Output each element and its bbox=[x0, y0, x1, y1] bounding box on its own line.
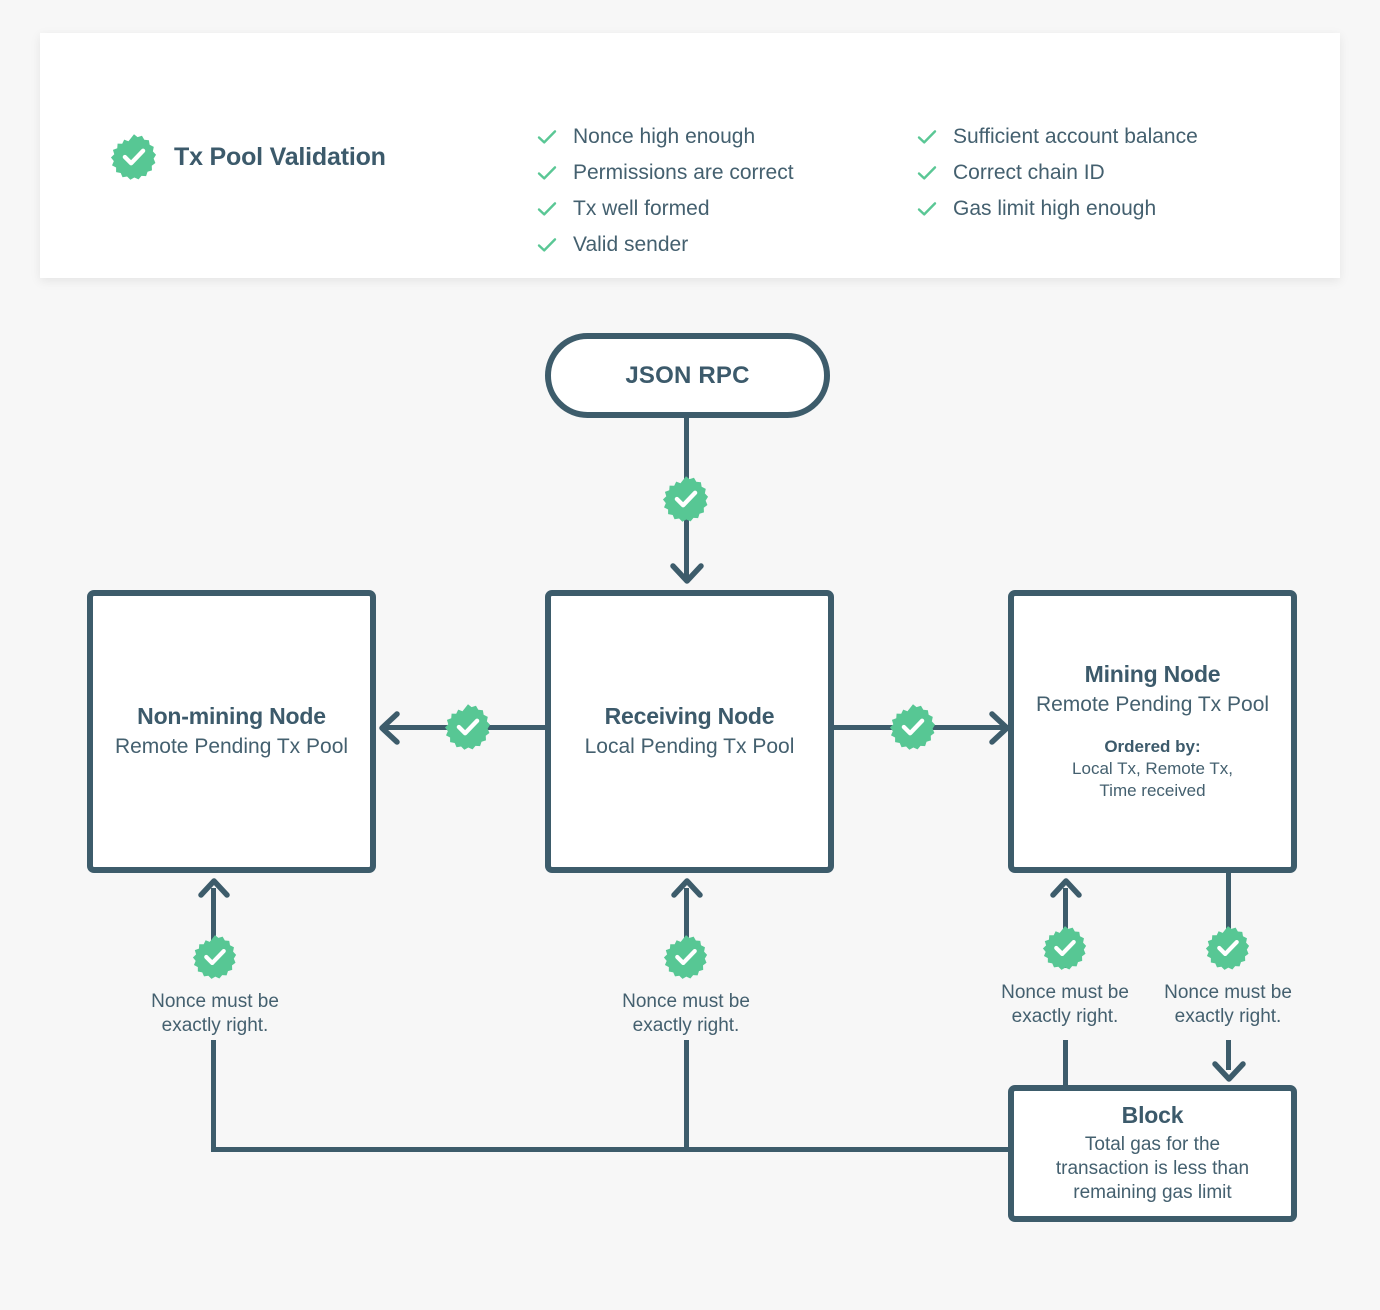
node-block[interactable]: Block Total gas for the transaction is l… bbox=[1008, 1085, 1297, 1222]
note-nonce-receiving: Nonce must be exactly right. bbox=[622, 991, 750, 1037]
arrowhead-up-mining bbox=[1050, 876, 1082, 907]
node-json-rpc-label: JSON RPC bbox=[625, 361, 750, 389]
checklist-label: Gas limit high enough bbox=[953, 197, 1157, 220]
node-mining-title: Mining Node bbox=[1084, 660, 1221, 687]
node-block-title: Block bbox=[1121, 1102, 1184, 1129]
note-nonce-nonmining: Nonce must be exactly right. bbox=[151, 991, 279, 1037]
checklist-label: Tx well formed bbox=[573, 197, 710, 220]
card-heading: Tx Pool Validation bbox=[110, 133, 386, 181]
checklist-item: Tx well formed bbox=[537, 191, 794, 227]
check-icon bbox=[537, 119, 557, 155]
check-icon bbox=[537, 155, 557, 191]
checklist-label: Permissions are correct bbox=[573, 161, 794, 184]
ordered-by-value: Local Tx, Remote Tx, Time received bbox=[1072, 759, 1233, 801]
tx-pool-validation-card: Tx Pool Validation Nonce high enough Per… bbox=[40, 33, 1340, 278]
edge-feedback-to-nonmining bbox=[211, 1040, 216, 1150]
check-badge-icon-mining-feedback bbox=[1042, 925, 1088, 971]
edge-mining-to-block-upper bbox=[1226, 868, 1231, 938]
edge-feedback-to-nonmining-upper bbox=[211, 888, 216, 968]
check-badge-icon-nonmining-feedback bbox=[192, 934, 238, 980]
edge-feedback-to-receiving bbox=[684, 1040, 689, 1150]
node-receiving-title: Receiving Node bbox=[604, 702, 775, 729]
card-title: Tx Pool Validation bbox=[174, 142, 386, 171]
check-badge-icon-rpc-edge bbox=[662, 475, 710, 523]
check-badge-icon-nonmining-edge bbox=[444, 703, 492, 751]
note-nonce-mining: Nonce must be exactly right. bbox=[1001, 982, 1129, 1028]
arrowhead-down-block bbox=[1211, 1058, 1247, 1089]
node-receiving-subtitle: Local Pending Tx Pool bbox=[584, 734, 795, 758]
check-icon bbox=[917, 155, 937, 191]
note-nonce-block: Nonce must be exactly right. bbox=[1164, 982, 1292, 1028]
edge-feedback-to-mining bbox=[1063, 1040, 1068, 1090]
node-non-mining-node[interactable]: Non-mining Node Remote Pending Tx Pool bbox=[87, 590, 376, 873]
arrowhead-up-receiving bbox=[671, 876, 703, 907]
validation-checklist-right: Sufficient account balance Correct chain… bbox=[917, 119, 1198, 227]
checklist-label: Valid sender bbox=[573, 233, 689, 256]
checklist-item: Nonce high enough bbox=[537, 119, 794, 155]
check-badge-icon-mining-edge bbox=[889, 703, 937, 751]
node-mining-subtitle: Remote Pending Tx Pool bbox=[1035, 692, 1270, 716]
checklist-label: Sufficient account balance bbox=[953, 125, 1198, 148]
check-icon bbox=[537, 191, 557, 227]
edge-feedback-to-receiving-upper bbox=[684, 888, 689, 968]
node-json-rpc[interactable]: JSON RPC bbox=[545, 333, 830, 418]
node-mining-node[interactable]: Mining Node Remote Pending Tx Pool Order… bbox=[1008, 590, 1297, 873]
node-block-subtitle: Total gas for the transaction is less th… bbox=[1055, 1134, 1250, 1203]
validation-checklist-left: Nonce high enough Permissions are correc… bbox=[537, 119, 794, 263]
edge-feedback-baseline bbox=[211, 1147, 1013, 1152]
arrowhead-up-nonmining bbox=[198, 876, 230, 907]
checklist-item: Correct chain ID bbox=[917, 155, 1198, 191]
check-badge-icon bbox=[110, 133, 158, 181]
check-badge-icon-block-edge bbox=[1205, 925, 1251, 971]
arrowhead-down-receiving bbox=[669, 560, 705, 591]
edge-mining-to-block-lower bbox=[1226, 1040, 1231, 1070]
checklist-label: Correct chain ID bbox=[953, 161, 1105, 184]
arrowhead-left-nonmining bbox=[377, 710, 403, 751]
node-receiving-node[interactable]: Receiving Node Local Pending Tx Pool bbox=[545, 590, 834, 873]
node-mining-ordered-by: Ordered by: Local Tx, Remote Tx, Time re… bbox=[1072, 736, 1233, 802]
node-non-mining-title: Non-mining Node bbox=[137, 702, 326, 729]
check-icon bbox=[917, 119, 937, 155]
checklist-item: Sufficient account balance bbox=[917, 119, 1198, 155]
checklist-label: Nonce high enough bbox=[573, 125, 756, 148]
check-icon bbox=[917, 191, 937, 227]
check-icon bbox=[537, 227, 557, 263]
checklist-item: Valid sender bbox=[537, 227, 794, 263]
ordered-by-label: Ordered by: bbox=[1104, 736, 1201, 756]
check-badge-icon-receiving-feedback bbox=[663, 934, 709, 980]
arrowhead-right-mining bbox=[986, 710, 1012, 751]
node-non-mining-subtitle: Remote Pending Tx Pool bbox=[114, 734, 349, 758]
checklist-item: Permissions are correct bbox=[537, 155, 794, 191]
checklist-item: Gas limit high enough bbox=[917, 191, 1198, 227]
